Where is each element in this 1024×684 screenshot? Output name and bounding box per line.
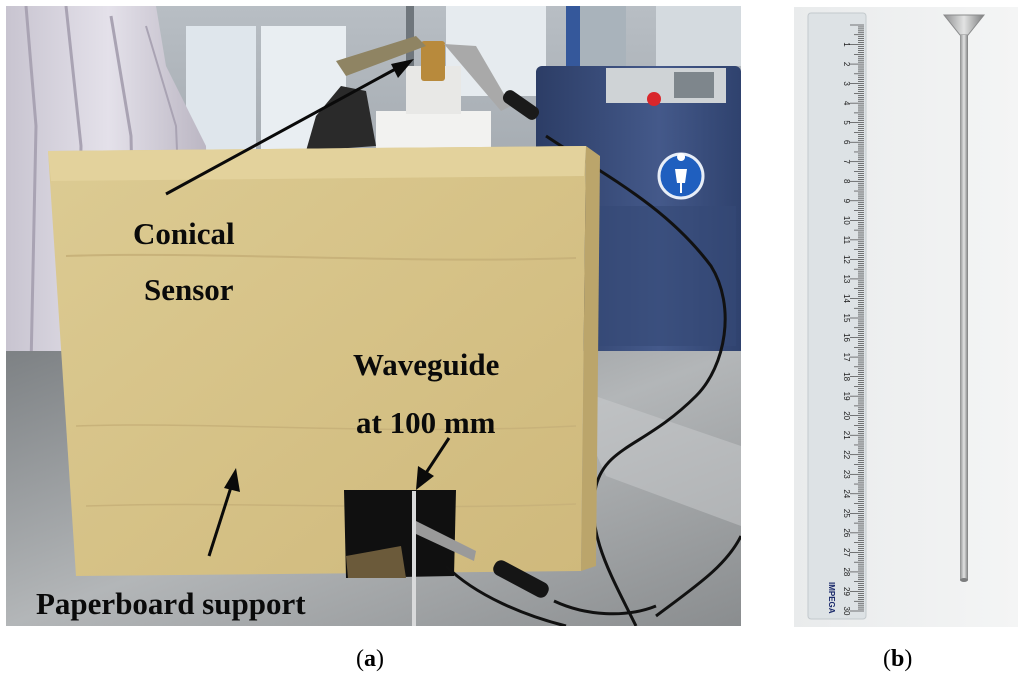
ruler-number: 13 xyxy=(842,274,851,283)
ruler-number: 9 xyxy=(842,199,851,204)
ruler-number: 26 xyxy=(842,528,851,537)
rod-end xyxy=(960,578,968,582)
ruler-number: 28 xyxy=(842,567,851,576)
arrow-to-waveguide xyxy=(422,437,451,477)
alligator-clip xyxy=(416,521,476,561)
machine-panel xyxy=(596,206,736,346)
grain xyxy=(65,253,577,261)
ruler-number: 16 xyxy=(842,333,851,342)
sensor-cable xyxy=(444,564,567,626)
ruler-number: 20 xyxy=(842,411,851,420)
ruler-ticks xyxy=(850,24,864,612)
paperboard-box xyxy=(48,146,586,576)
ruler-number: 2 xyxy=(842,62,851,67)
arrow-to-paperboard xyxy=(207,483,234,557)
experimental-setup-photo xyxy=(6,6,741,626)
ruler-number: 21 xyxy=(842,431,851,440)
ruler-number: 8 xyxy=(842,179,851,184)
window xyxy=(656,6,741,66)
waveguide-ruler-photo: 1234567891011121314151617181920212223242… xyxy=(794,7,1018,627)
ruler-number: 6 xyxy=(842,140,851,145)
ruler-numbers: 1234567891011121314151617181920212223242… xyxy=(842,42,851,616)
ruler xyxy=(807,12,867,620)
caption-letter-a: a xyxy=(364,646,376,672)
paperboard-label: Paperboard support xyxy=(36,586,306,621)
waveguide-label: at 100 mm xyxy=(356,405,496,440)
ruler-number: 4 xyxy=(842,101,851,106)
ruler-number: 30 xyxy=(842,607,851,616)
arrowhead xyxy=(391,59,414,78)
ruler-number: 12 xyxy=(842,255,851,264)
ruler-number: 19 xyxy=(842,392,851,401)
photo-panel-a: Conical Sensor Waveguide at 100 mm Paper… xyxy=(6,6,741,626)
probe-plug xyxy=(502,90,540,120)
curtain-fold xyxy=(24,6,38,367)
person-icon xyxy=(675,153,687,193)
ruler-number: 29 xyxy=(842,587,851,596)
box-top-edge xyxy=(48,146,586,181)
grain xyxy=(85,503,577,508)
sensor-cable xyxy=(553,599,657,616)
ruler-number: 24 xyxy=(842,489,851,498)
caption-a: (a) xyxy=(356,646,384,672)
conical-sensor xyxy=(421,41,445,81)
probe-plug xyxy=(493,560,549,598)
ruler-number: 11 xyxy=(842,236,851,245)
ruler-number: 17 xyxy=(842,353,851,362)
arrowhead xyxy=(416,466,434,490)
conical-sensor-label: Conical xyxy=(133,216,235,251)
ruler-number: 25 xyxy=(842,509,851,518)
arrow-to-sensor xyxy=(165,64,402,196)
ruler-brand-label: IMPEGA xyxy=(827,582,836,614)
ruler-number: 15 xyxy=(842,314,851,323)
opening-flap xyxy=(346,546,406,578)
arrowhead xyxy=(224,468,240,492)
ruler-number: 22 xyxy=(842,450,851,459)
pillar xyxy=(406,6,414,106)
ruler-number: 7 xyxy=(842,160,851,165)
caption-b: (b) xyxy=(883,646,913,672)
ruler-number: 18 xyxy=(842,372,851,381)
waveguide-rod xyxy=(412,491,416,626)
ruler-number: 14 xyxy=(842,294,851,303)
conical-sensor-label: Sensor xyxy=(144,272,234,307)
alligator-clip xyxy=(336,36,426,76)
ruler-number: 3 xyxy=(842,81,851,86)
ruler-number: 5 xyxy=(842,120,851,125)
ruler-number: 1 xyxy=(842,42,851,47)
caption-letter-b: b xyxy=(891,646,905,672)
sensor-cable xyxy=(655,535,741,618)
waveguide-label: Waveguide xyxy=(353,347,500,382)
box-side xyxy=(581,146,600,571)
alligator-clip xyxy=(444,44,511,111)
emergency-button xyxy=(647,92,661,106)
clamp-stand xyxy=(306,86,376,151)
ruler-number: 10 xyxy=(842,216,851,225)
annotation-arrows xyxy=(165,59,451,557)
table-reflection xyxy=(566,386,741,526)
ruler-number: 23 xyxy=(842,470,851,479)
ruler-number: 27 xyxy=(842,548,851,557)
waveguide-rod xyxy=(960,35,968,580)
grain xyxy=(75,424,577,431)
machine-screen xyxy=(674,72,714,98)
